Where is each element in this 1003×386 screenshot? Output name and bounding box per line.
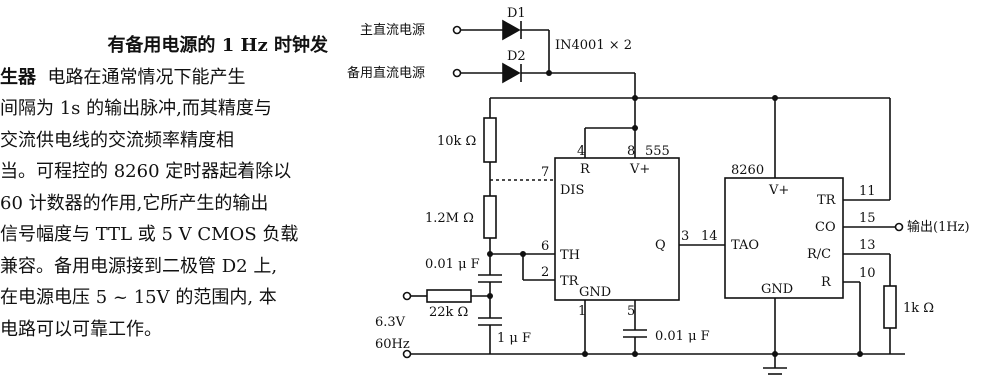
ic8260-name: 8260 bbox=[731, 163, 764, 178]
ic555-pin-tr: TR bbox=[560, 274, 580, 289]
ic8260-pin13-num: 13 bbox=[859, 238, 876, 253]
output-label: 输出(1Hz) bbox=[907, 219, 970, 235]
ic555-pin-q: Q bbox=[655, 238, 666, 253]
article-line: 生器 电路在通常情况下能产生 bbox=[0, 62, 340, 94]
ic-555 bbox=[554, 157, 680, 301]
c-ac-label: 1 μ F bbox=[497, 331, 531, 346]
ic8260-pin11-num: 11 bbox=[859, 184, 876, 199]
d2-diode bbox=[502, 62, 521, 84]
article-line-2: 交流供电线的交流频率精度相 bbox=[0, 129, 234, 151]
r-ac-label: 22k Ω bbox=[429, 305, 468, 320]
article-line-0: 电路在通常情况下能产生 bbox=[47, 66, 246, 88]
main-supply-label: 主直流电源 bbox=[360, 23, 425, 38]
ic555-pin-th: TH bbox=[560, 248, 580, 263]
article-line-3: 当。可程控的 8260 定时器起着除以 bbox=[0, 161, 292, 182]
article-line-7: 在电源电压 5 ~ 15V 的范围内, 本 bbox=[0, 287, 277, 308]
r-rc-label: 1k Ω bbox=[903, 301, 934, 316]
circuit-schematic: 主直流电源 备用直流电源 D1 D2 IN4001 × 2 10k Ω 1.2M… bbox=[347, 6, 970, 375]
article-line-5: 信号幅度与 TTL 或 5 V CMOS 负载 bbox=[0, 224, 299, 245]
r1-label: 10k Ω bbox=[437, 134, 476, 149]
r-rc-resistor bbox=[883, 285, 897, 329]
ac-voltage-label: 6.3V bbox=[375, 315, 406, 330]
output-terminal bbox=[894, 222, 904, 232]
ic-8260 bbox=[724, 177, 844, 299]
ic555-pin1-num: 1 bbox=[578, 304, 586, 319]
ic8260-pin-r: R bbox=[821, 275, 832, 290]
ic8260-pin-rc: R/C bbox=[807, 247, 831, 262]
backup-supply-label: 备用直流电源 bbox=[347, 65, 425, 81]
c1-label: 0.01 μ F bbox=[425, 257, 480, 272]
d1-diode bbox=[502, 19, 521, 41]
article-title-cont: 生器 bbox=[0, 66, 36, 88]
ic555-pin4-num: 4 bbox=[577, 144, 585, 159]
r2-resistor bbox=[483, 195, 497, 239]
article-text: 有备用电源的 1 Hz 时钟发 生器 电路在通常情况下能产生 间隔为 1s 的输… bbox=[0, 30, 340, 345]
ic8260-pin-co: CO bbox=[815, 220, 836, 235]
article-title: 有备用电源的 1 Hz 时钟发 bbox=[107, 35, 328, 56]
r-ac-resistor bbox=[426, 289, 472, 303]
ic555-pin-gnd: GND bbox=[579, 285, 611, 300]
ic555-pin3-num: 3 bbox=[681, 229, 689, 244]
ic555-pin8-num: 8 bbox=[627, 144, 635, 159]
ic8260-pin15-num: 15 bbox=[859, 211, 876, 226]
ic8260-pin-tao: TAO bbox=[731, 238, 759, 253]
ac-return-terminal bbox=[402, 349, 412, 359]
r1-resistor bbox=[483, 117, 497, 163]
d2-label: D2 bbox=[507, 49, 526, 64]
diode-type-label: IN4001 × 2 bbox=[555, 38, 632, 53]
article-line-4: 60 计数器的作用,它所产生的输出 bbox=[0, 192, 269, 214]
ic555-pin-vcc: V+ bbox=[629, 162, 650, 177]
ic555-pin2-num: 2 bbox=[541, 265, 549, 280]
ic555-pin5-num: 5 bbox=[627, 304, 635, 319]
ic555-pin6-num: 6 bbox=[541, 239, 549, 254]
ic8260-pin10-num: 10 bbox=[859, 266, 876, 281]
ac-input-terminal bbox=[402, 291, 412, 301]
ic8260-pin-gnd: GND bbox=[761, 282, 793, 297]
ic8260-pin-vcc: V+ bbox=[768, 183, 789, 198]
c-ctrl-label: 0.01 μ F bbox=[655, 329, 710, 344]
article-line-6: 兼容。备用电源接到二极管 D2 上, bbox=[0, 255, 278, 277]
ic555-pin7-num: 7 bbox=[541, 165, 549, 180]
ac-frequency-label: 60Hz bbox=[375, 337, 410, 352]
article-line-1: 间隔为 1s 的输出脉冲,而其精度与 bbox=[0, 98, 272, 119]
ic555-pin-dis: DIS bbox=[560, 183, 584, 198]
backup-supply-terminal bbox=[452, 68, 462, 78]
d1-label: D1 bbox=[507, 6, 526, 21]
ic555-pin-reset: R bbox=[580, 162, 591, 177]
article-line-8: 电路可以可靠工作。 bbox=[0, 318, 162, 340]
main-supply-terminal bbox=[452, 25, 462, 35]
r2-label: 1.2M Ω bbox=[425, 211, 474, 226]
ic8260-pin-tr: TR bbox=[817, 193, 837, 208]
ic555-name: 555 bbox=[645, 144, 670, 159]
ic8260-pin14-num: 14 bbox=[701, 229, 718, 244]
